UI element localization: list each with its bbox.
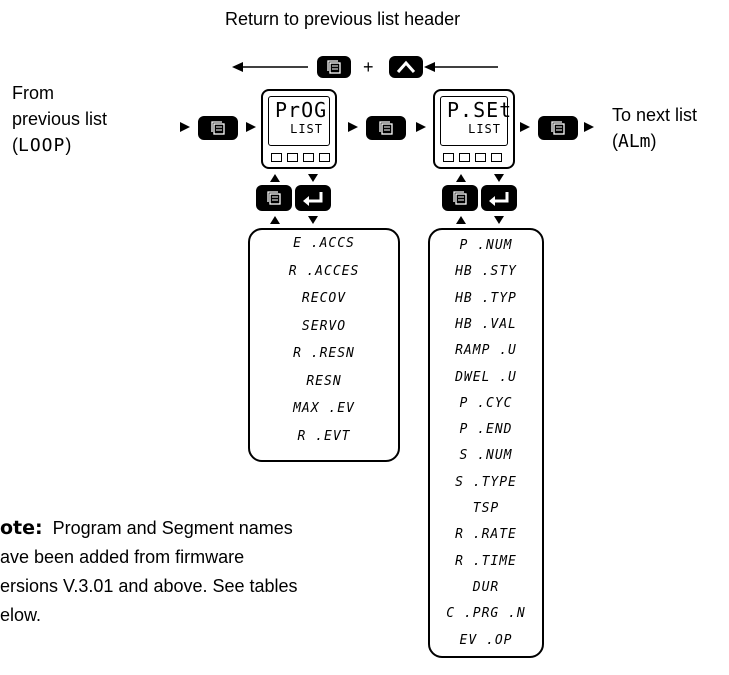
plus-sign: + bbox=[363, 57, 374, 77]
from-previous-label: previous list bbox=[12, 109, 108, 129]
enter-icon bbox=[489, 192, 509, 206]
enter-key-right[interactable] bbox=[481, 185, 517, 211]
list-item[interactable]: E .ACCS bbox=[293, 236, 355, 251]
display-top-text: P.SEt bbox=[447, 98, 513, 122]
list-item[interactable]: R .RESN bbox=[293, 346, 355, 361]
note-label: ote: bbox=[0, 517, 43, 539]
list-item[interactable]: RAMP .U bbox=[455, 343, 517, 359]
list-item[interactable]: TSP bbox=[472, 501, 500, 516]
display-bottom-text: LIST bbox=[290, 122, 323, 136]
note-line-3: ersions V.3.01 and above. See tables bbox=[0, 576, 298, 596]
page-key-below-left[interactable] bbox=[256, 185, 292, 211]
loop-code: LOOP bbox=[18, 135, 66, 156]
list-item[interactable]: P .END bbox=[459, 422, 513, 438]
page-icon bbox=[379, 121, 393, 135]
chevron-up-icon bbox=[396, 60, 416, 73]
list-item[interactable]: RECOV bbox=[301, 291, 347, 306]
segment-parameter-list: P .NUM HB .STY HB .TYP HB .VAL RAMP .U DWEL .… bbox=[428, 228, 544, 658]
enter-icon bbox=[303, 192, 323, 206]
list-item[interactable]: HB .STY bbox=[455, 264, 517, 280]
list-item[interactable]: SERVO bbox=[301, 318, 347, 334]
note-line-4: elow. bbox=[0, 605, 42, 625]
page-icon bbox=[551, 121, 565, 135]
list-item[interactable]: P .CYC bbox=[459, 395, 513, 411]
from-label: From bbox=[12, 83, 54, 103]
note-line-2: ave been added from firmware bbox=[0, 547, 245, 567]
list-item[interactable]: HB .TYP bbox=[455, 290, 517, 306]
list-item[interactable]: S .NUM bbox=[459, 448, 513, 464]
firmware-note: ote: Program and Segment names ave been … bbox=[0, 514, 298, 630]
page-icon bbox=[267, 191, 281, 205]
to-list-code: (ALm) bbox=[612, 131, 657, 152]
list-item[interactable]: RESN bbox=[306, 373, 342, 389]
to-next-label: To next list bbox=[612, 105, 698, 125]
list-item[interactable]: R .TIME bbox=[455, 553, 517, 569]
list-item[interactable]: S .TYPE bbox=[455, 474, 517, 490]
display-screen: P.SEt LIST bbox=[440, 96, 511, 146]
page-icon bbox=[211, 121, 225, 135]
list-item[interactable]: HB .VAL bbox=[455, 316, 517, 332]
note-line-1: Program and Segment names bbox=[52, 518, 293, 538]
page-key-right[interactable] bbox=[538, 116, 578, 140]
list-item[interactable]: R .EVT bbox=[297, 428, 351, 444]
list-item[interactable]: MAX .EV bbox=[293, 401, 355, 416]
page-icon bbox=[327, 60, 341, 74]
display-pset-list: P.SEt LIST bbox=[433, 89, 515, 169]
display-buttons bbox=[443, 153, 502, 162]
page-icon bbox=[453, 191, 467, 205]
return-header-label: Return to previous list header bbox=[225, 9, 461, 29]
list-item[interactable]: DWEL .U bbox=[455, 369, 517, 385]
page-key-below-right[interactable] bbox=[442, 185, 478, 211]
list-item[interactable]: EV .OP bbox=[459, 632, 513, 648]
display-bottom-text: LIST bbox=[468, 122, 501, 136]
page-key-left[interactable] bbox=[198, 116, 238, 140]
display-buttons bbox=[271, 153, 330, 162]
up-key[interactable] bbox=[389, 56, 423, 78]
enter-key-left[interactable] bbox=[295, 185, 331, 211]
list-item[interactable]: C .PRG .N bbox=[446, 606, 526, 622]
display-screen: PrOG LIST bbox=[268, 96, 330, 146]
display-top-text: PrOG bbox=[275, 98, 328, 122]
display-program-list: PrOG LIST bbox=[261, 89, 337, 169]
page-key-middle[interactable] bbox=[366, 116, 406, 140]
list-item[interactable]: R .RATE bbox=[455, 527, 517, 543]
from-list-code: (LOOP) bbox=[12, 135, 72, 156]
alm-code: ALm bbox=[618, 131, 651, 152]
program-parameter-list: E .ACCS R .ACCES RECOV SERVO R .RESN RESN MAX … bbox=[248, 228, 400, 462]
list-item[interactable]: DUR bbox=[472, 579, 500, 595]
list-item[interactable]: R .ACCES bbox=[288, 263, 360, 279]
list-item[interactable]: P .NUM bbox=[459, 238, 513, 253]
page-key[interactable] bbox=[317, 56, 351, 78]
